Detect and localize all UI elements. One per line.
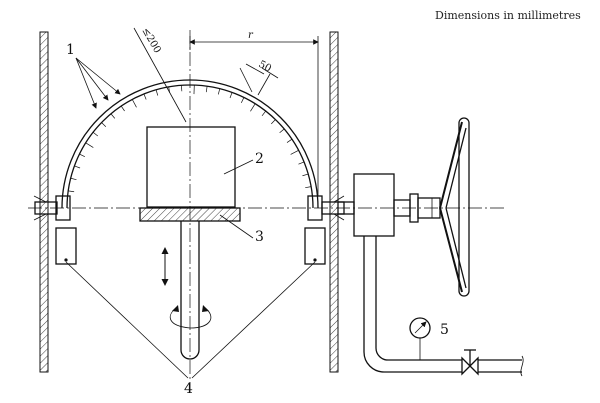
graduation-tick (302, 173, 309, 177)
label-1-leaders (75, 57, 121, 109)
graduation-tick (240, 97, 245, 103)
graduation-tick (305, 186, 312, 189)
graduation-tick (74, 165, 81, 169)
rotation-arrow (169, 305, 212, 329)
graduation-tick (79, 153, 85, 158)
label-4-leaders (65, 261, 316, 379)
right-counterweight (304, 227, 326, 265)
graduation-tick (101, 122, 107, 127)
graduation-tick (261, 110, 267, 117)
graduation-tick (70, 177, 77, 181)
label-3-leader (219, 214, 254, 239)
tick-pitch-label: 50 (257, 59, 273, 75)
graduation-tick (68, 190, 75, 193)
vertical-rod (180, 221, 200, 360)
graduation-tick (229, 92, 233, 99)
right-pivot-bearing (307, 195, 345, 221)
arc-radius-label: ≤200 (139, 26, 162, 55)
graduation-tick (286, 138, 293, 143)
graduation-tick (217, 88, 221, 95)
label-1: 1 (66, 42, 75, 58)
label-2-leader (223, 159, 254, 175)
graduation-tick (131, 99, 137, 108)
semicircular-arc (61, 79, 319, 209)
graduation-tick (271, 119, 276, 125)
label-3: 3 (255, 229, 264, 245)
pressure-gauge (409, 317, 431, 360)
specimen-block (146, 126, 236, 208)
graduation-tick (143, 93, 147, 100)
radius-dimension (189, 36, 319, 196)
handwheel (439, 117, 470, 297)
left-counterweight (55, 227, 77, 265)
arc-radius-leader (133, 27, 187, 123)
graduation-tick (155, 89, 159, 96)
specimen-plate (139, 207, 241, 222)
air-pipe (363, 236, 524, 377)
graduation-tick (92, 131, 99, 137)
label-4: 4 (184, 381, 193, 397)
drive-housing (337, 173, 441, 237)
arc-graduation-ticks (68, 85, 312, 193)
left-pivot-bearing (33, 195, 71, 221)
graduation-tick (205, 86, 208, 93)
graduation-tick (120, 105, 125, 112)
radius-symbol: r (248, 30, 254, 41)
graduation-tick (110, 113, 116, 119)
tick-pitch-dimension (239, 63, 279, 96)
units-caption: Dimensions in millimetres (435, 9, 581, 22)
graduation-tick (298, 161, 305, 165)
graduation-tick (279, 128, 285, 134)
graduation-tick (250, 103, 256, 112)
label-5: 5 (440, 322, 449, 338)
valve (461, 349, 479, 376)
graduation-tick (290, 149, 299, 155)
label-2: 2 (255, 151, 264, 167)
graduation-tick (85, 142, 94, 148)
